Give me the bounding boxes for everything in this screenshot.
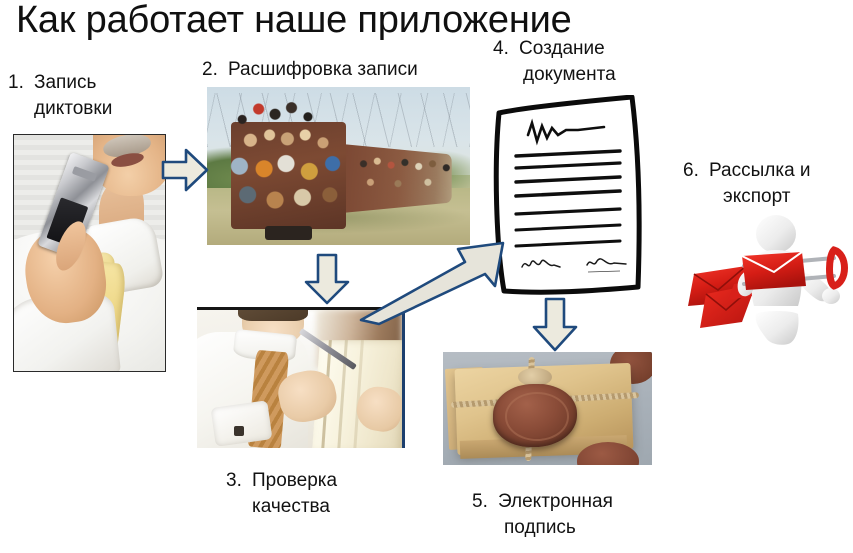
page-title: Как работает наше приложение xyxy=(16,0,572,41)
photo-train-wheel xyxy=(264,226,313,241)
caption-step-3: 3. Проверка качества xyxy=(226,468,406,520)
photo-cufflink xyxy=(233,425,245,436)
arrow-step1-to-step2 xyxy=(160,144,210,201)
document-signature-underline xyxy=(587,270,621,273)
document-signature-right xyxy=(586,258,627,266)
photo-crowd-far xyxy=(351,143,468,211)
step-number-4: 4. xyxy=(493,38,509,59)
step-label-5: Электронная подпись xyxy=(498,491,613,538)
step-label-3: Проверка качества xyxy=(252,470,338,517)
photo-wax-seal-front xyxy=(576,442,640,465)
step-number-1: 1. xyxy=(8,72,24,93)
step-label-2: Расшифровка записи xyxy=(228,59,418,80)
wax-seal-photo xyxy=(443,352,652,465)
document-text-lines xyxy=(514,149,622,248)
caption-step-1: 1. Запись диктовки xyxy=(8,70,158,122)
step-label-4: Создание документа xyxy=(519,38,616,85)
photo-wax-seal xyxy=(493,383,577,447)
loaded-envelope xyxy=(741,251,806,290)
step-number-6: 6. xyxy=(683,160,699,181)
caption-step-4: 4. Создание документа xyxy=(493,36,663,88)
step-label-1: Запись диктовки xyxy=(34,72,113,119)
caption-step-5: 5. Электронная подпись xyxy=(472,489,662,541)
arrow-step3-to-step4 xyxy=(357,236,517,331)
document-sketch xyxy=(492,94,646,295)
export-figure xyxy=(684,210,850,350)
arrow-step4-to-step5 xyxy=(529,297,581,358)
step-label-6: Рассылка и экспорт xyxy=(709,160,811,207)
arrow-step2-to-step3 xyxy=(301,252,353,311)
dictaphone-button xyxy=(72,166,98,182)
photo-hair xyxy=(238,310,308,322)
photo-cuff xyxy=(210,400,274,447)
crowded-train-photo xyxy=(207,87,470,245)
photo-twine-knot xyxy=(518,367,552,386)
document-signature-left xyxy=(521,259,561,268)
quality-check-photo xyxy=(197,307,405,448)
caption-step-2: 2. Расшифровка записи xyxy=(202,57,482,83)
caption-step-6: 6. Рассылка и экспорт xyxy=(683,158,851,210)
photo-crowd-near xyxy=(222,96,360,227)
dictation-photo xyxy=(13,134,166,372)
step-number-3: 3. xyxy=(226,470,242,491)
document-sketch-svg xyxy=(493,94,642,295)
export-figure-svg xyxy=(688,215,848,345)
step-number-5: 5. xyxy=(472,491,488,512)
document-heading-squiggle xyxy=(526,118,606,146)
step-number-2: 2. xyxy=(202,59,218,80)
